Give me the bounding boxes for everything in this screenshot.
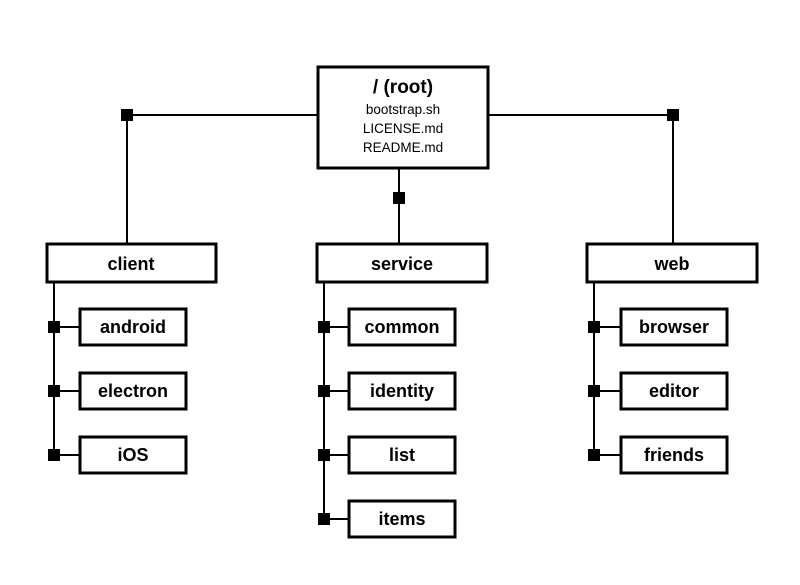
root-title: / (root)	[373, 77, 433, 98]
child-box	[347, 499, 457, 539]
connector-square	[318, 449, 330, 461]
root-connectors	[121, 109, 679, 243]
child-label: list	[389, 445, 415, 465]
child-label: browser	[639, 317, 709, 337]
connector-square	[588, 321, 600, 333]
child-box	[619, 435, 729, 475]
connector-square	[121, 109, 133, 121]
root-node: / (root) bootstrap.sh LICENSE.md README.…	[316, 65, 490, 170]
group-label: web	[653, 254, 689, 274]
connector-square	[588, 385, 600, 397]
root-file: LICENSE.md	[363, 121, 443, 136]
group-box	[585, 242, 759, 284]
child-label: common	[364, 317, 439, 337]
connector-square	[393, 192, 405, 204]
child-box	[619, 371, 729, 411]
group-service: service common identity list items	[315, 242, 489, 539]
connector-square	[318, 321, 330, 333]
connector-square	[48, 321, 60, 333]
child-label: electron	[98, 381, 168, 401]
group-box	[45, 242, 218, 284]
child-box	[347, 435, 457, 475]
child-label: android	[100, 317, 166, 337]
connector-square	[48, 385, 60, 397]
root-file: README.md	[363, 140, 443, 155]
group-web: web browser editor friends	[585, 242, 759, 475]
connector-square	[318, 385, 330, 397]
child-label: iOS	[117, 445, 148, 465]
child-box	[619, 307, 729, 347]
group-label: client	[107, 254, 154, 274]
child-label: identity	[370, 381, 434, 401]
child-label: items	[378, 509, 425, 529]
child-label: friends	[644, 445, 704, 465]
child-box	[78, 307, 188, 347]
group-label: service	[371, 254, 433, 274]
child-box	[347, 307, 457, 347]
group-box	[315, 242, 489, 284]
connector-square	[48, 449, 60, 461]
child-box	[78, 435, 188, 475]
child-box	[78, 371, 188, 411]
child-label: editor	[649, 381, 699, 401]
connector-square	[667, 109, 679, 121]
connector-square	[588, 449, 600, 461]
child-box	[347, 371, 457, 411]
connector-square	[318, 513, 330, 525]
root-file: bootstrap.sh	[366, 102, 440, 117]
group-client: client android electron iOS	[45, 242, 218, 475]
root-box	[316, 65, 490, 170]
